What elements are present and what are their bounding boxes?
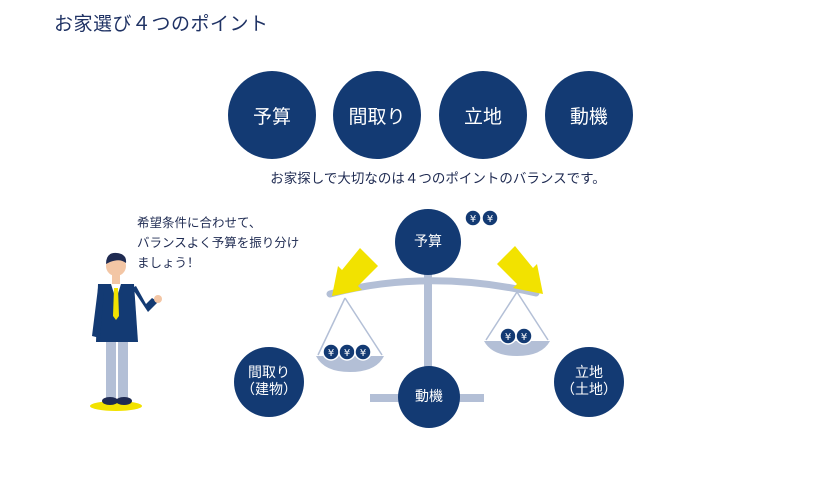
page-title: お家選び４つのポイント: [54, 13, 269, 35]
scale-bottom-circle: 動機: [398, 366, 460, 428]
subtitle: お家探しで大切なのは４つのポイントのバランスです。: [270, 171, 606, 187]
point-motive-circle: 動機: [545, 71, 633, 159]
point-layout-label: 間取り: [348, 105, 406, 128]
right-pan: [484, 341, 550, 356]
speech-line-3: ましょう！: [137, 255, 200, 270]
left-arrow-icon: [332, 248, 378, 296]
point-location-circle: 立地: [439, 71, 527, 159]
left-yen-coins: ¥ ¥ ¥: [322, 343, 372, 361]
right-pan-string-1: [485, 291, 518, 341]
left-pan-string-2: [344, 297, 383, 356]
right-yen-coins: ¥ ¥: [499, 327, 533, 345]
coin-yen-label: ¥: [470, 214, 476, 225]
point-budget-label: 予算: [252, 105, 291, 128]
coin-yen-label: ¥: [487, 214, 493, 225]
layout-circle: 間取り （建物）: [234, 347, 304, 417]
coin-yen-label: ¥: [344, 348, 350, 359]
layout-label-line-2: （建物）: [241, 382, 297, 398]
coin-yen-label: ¥: [328, 348, 334, 359]
right-arrow-icon: [497, 246, 543, 294]
scale-bottom-label: 動機: [415, 388, 443, 405]
businessman-illustration: [90, 252, 162, 411]
speech-line-2: バランスよく予算を振り分け: [137, 235, 300, 250]
scale-top-circle: 予算: [395, 209, 461, 275]
layout-label-line-1: 間取り: [248, 365, 290, 381]
coin-yen-label: ¥: [360, 348, 366, 359]
scale-pole: [424, 268, 432, 368]
location-circle: 立地 （土地）: [554, 347, 624, 417]
scale-top-label: 予算: [414, 233, 442, 250]
point-budget-circle: 予算: [228, 71, 316, 159]
point-motive-label: 動機: [569, 105, 608, 128]
location-label-line-1: 立地: [575, 365, 603, 381]
top-yen-coins: ¥ ¥: [464, 209, 499, 227]
point-location-label: 立地: [463, 105, 502, 128]
left-pan-string-1: [317, 297, 346, 356]
point-layout-circle: 間取り: [333, 71, 421, 159]
right-pan-string-2: [516, 291, 549, 341]
coin-yen-label: ¥: [505, 332, 511, 343]
coin-yen-label: ¥: [521, 332, 527, 343]
speech-text: 希望条件に合わせて、 バランスよく予算を振り分け ましょう！: [137, 213, 299, 273]
location-label-line-2: （土地）: [561, 382, 617, 398]
speech-line-1: 希望条件に合わせて、: [137, 215, 262, 230]
